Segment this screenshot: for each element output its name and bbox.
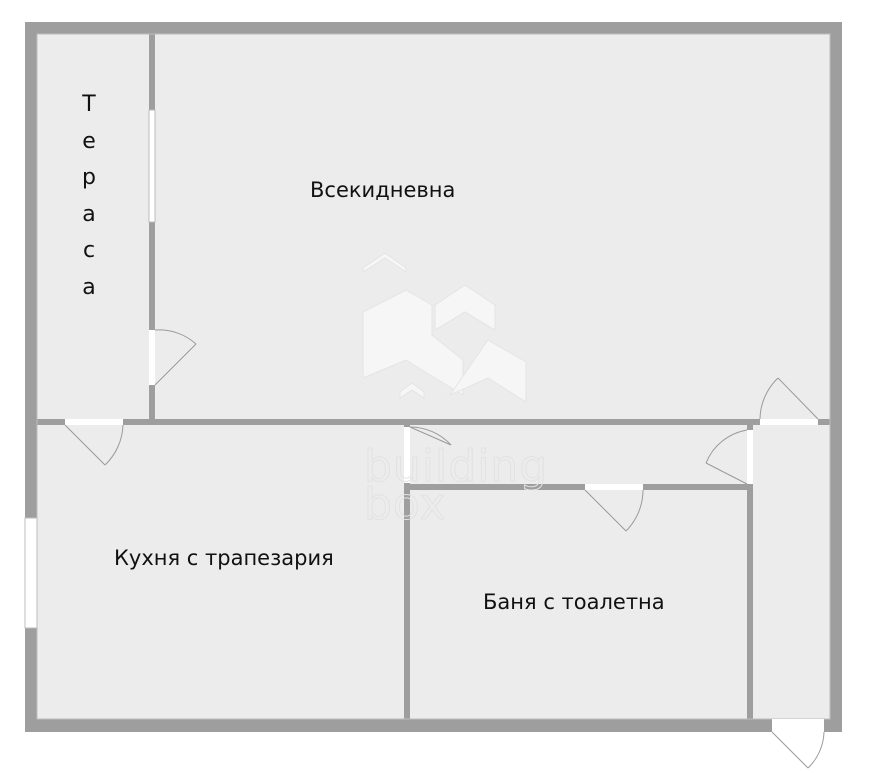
terrace-floor — [37, 34, 150, 420]
wall-terrace-living — [149, 34, 155, 420]
bathroom-floor — [410, 490, 748, 719]
terrace-label-letter: а — [82, 201, 96, 227]
wall-kitchen-bath — [404, 425, 410, 719]
wall-outlines — [36, 33, 831, 720]
door-gap-entrance — [772, 719, 824, 732]
kitchen-floor — [37, 425, 405, 719]
terrace-label-letter: с — [82, 238, 96, 263]
window-terrace-door — [148, 109, 156, 223]
windows — [24, 109, 156, 629]
terrace-label-letter: Т — [82, 92, 96, 117]
door-gap-hall-corridor — [747, 430, 753, 484]
window-kitchen-left — [24, 517, 38, 629]
living-room-label: Всекидневна — [310, 178, 456, 202]
door-gap-living-corridor — [760, 419, 818, 425]
outer-wall-top — [25, 22, 842, 34]
bathroom-label: Баня с тоалетна — [483, 590, 665, 614]
door-openings — [65, 330, 824, 732]
door-gap-kitchen-hall — [404, 427, 410, 483]
watermark-text: building box — [363, 441, 549, 530]
door-swing-living-corridor — [759, 377, 819, 420]
door-swing-terrace-kitchen — [64, 424, 124, 466]
terrace-label: Т е р а с а — [79, 87, 99, 306]
walls — [25, 22, 842, 732]
wall-hall-bath — [410, 484, 748, 490]
door-gap-terrace-kitchen — [65, 419, 123, 425]
terrace-label-letter: а — [82, 274, 96, 300]
wall-middle-horizontal — [37, 419, 830, 425]
door-gap-terrace-living — [149, 330, 155, 385]
watermark-line-box: box — [363, 479, 447, 530]
door-swing-kitchen-hall — [409, 426, 452, 446]
terrace-label-letter: р — [82, 165, 96, 190]
door-swing-bathroom — [584, 489, 644, 532]
corridor-floor — [753, 425, 830, 719]
wall-bath-corridor — [747, 425, 753, 719]
terrace-label-letter: е — [82, 128, 96, 154]
outer-wall-right — [830, 22, 842, 732]
floors — [37, 34, 830, 719]
door-swings — [64, 329, 825, 769]
kitchen-label: Кухня с трапезария — [114, 546, 334, 570]
door-gap-bathroom — [585, 484, 643, 490]
watermark-logo — [362, 252, 527, 403]
door-swing-hall-corridor — [705, 429, 748, 485]
door-swing-terrace-living — [154, 329, 197, 386]
watermark-line-building: building — [363, 441, 549, 492]
hallway-floor — [410, 425, 748, 485]
door-swing-entrance — [771, 731, 825, 769]
outer-wall-bottom — [25, 719, 842, 732]
